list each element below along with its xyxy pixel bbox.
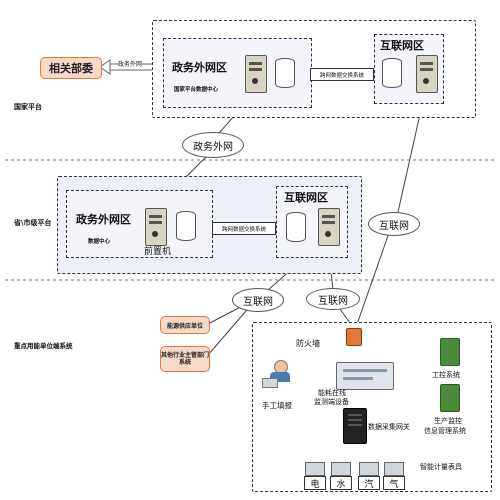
gateway-icon xyxy=(343,408,367,444)
gateway-label: 数据采集网关 xyxy=(368,423,410,431)
steam-meter-icon xyxy=(359,462,379,476)
related-dept-box: 相关部委 xyxy=(40,57,102,79)
meter-label-electric: 电 xyxy=(304,476,326,490)
national-gov-server-icon xyxy=(245,55,267,93)
industry-link xyxy=(207,303,253,356)
national-level-label: 国家平台 xyxy=(14,103,42,111)
manual-entry-label: 手工填报 xyxy=(262,401,292,410)
front-machine-label: 前置机 xyxy=(144,247,172,257)
monitor-label-2: 监测端设备 xyxy=(314,398,349,406)
electric-meter-icon xyxy=(305,462,325,476)
provincial-level-label: 省\市级平台 xyxy=(14,219,52,227)
meter-label-gas: 气 xyxy=(383,476,405,490)
internet-link-lower xyxy=(354,229,391,331)
provincial-gov-zone-title: 政务外网区 xyxy=(76,213,131,226)
manual-entry-icon xyxy=(262,360,296,388)
production-system-icon xyxy=(440,384,460,412)
water-meter-icon xyxy=(331,462,351,476)
internet-ellipse-center: 互联网 xyxy=(306,288,360,310)
provincial-exchange-label: 跨网数据交换系统 xyxy=(212,222,276,235)
production-label-2: 信息管理系统 xyxy=(424,427,466,435)
monitor-device-icon xyxy=(336,362,394,390)
firewall-label: 防火墙 xyxy=(296,339,320,348)
industry-box: 其他行业主管部门系统 xyxy=(160,346,210,372)
meter-label-steam: 汽 xyxy=(358,476,380,490)
monitor-label-1: 能耗在线 xyxy=(318,389,346,397)
supplier-box: 能源供应单位 xyxy=(160,316,210,334)
firewall-icon xyxy=(346,328,362,346)
meter-label-water: 水 xyxy=(330,476,352,490)
internet-ellipse-right: 互联网 xyxy=(368,212,420,236)
gas-meter-icon xyxy=(384,462,404,476)
national-internet-zone-title: 互联网区 xyxy=(380,39,424,52)
provincial-internet-server-icon xyxy=(318,208,340,246)
gov-net-ellipse: 政务外网 xyxy=(182,132,244,158)
national-gov-zone-title: 政务外网区 xyxy=(172,61,227,74)
gov-link-label: 政务外网 xyxy=(118,61,143,68)
national-internet-database-icon xyxy=(382,58,402,88)
national-internet-server-icon xyxy=(416,55,438,93)
production-label-1: 生产监控 xyxy=(434,417,462,425)
national-database-icon xyxy=(275,58,295,88)
provincial-internet-database-icon xyxy=(286,212,306,242)
national-data-center-label: 国家平台数据中心 xyxy=(174,87,219,93)
control-system-label: 工控系统 xyxy=(432,371,460,379)
smart-meter-label: 智能计量表具 xyxy=(420,463,462,471)
provincial-database-icon xyxy=(176,211,196,241)
internet-ellipse-left: 互联网 xyxy=(232,288,284,312)
control-system-icon xyxy=(440,338,460,366)
provincial-data-center-label: 数据中心 xyxy=(88,239,111,245)
enterprise-level-label: 重点用能单位端系统 xyxy=(14,342,73,350)
provincial-internet-zone-title: 互联网区 xyxy=(284,191,328,204)
provincial-gov-server-icon xyxy=(145,208,167,246)
dept-link-arrow-left xyxy=(99,59,111,75)
national-exchange-label: 跨网数据交换系统 xyxy=(310,68,374,81)
